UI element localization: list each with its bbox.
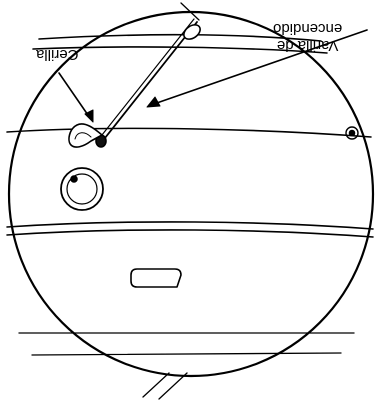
ignition-hole bbox=[71, 176, 77, 182]
burner-opening bbox=[61, 168, 103, 210]
leader-match bbox=[59, 73, 93, 122]
lighting-rod bbox=[98, 3, 203, 143]
grate-lines bbox=[19, 333, 354, 399]
label-lighting-rod: Varilla de encendido bbox=[273, 20, 342, 54]
label-lighting-rod-line2: encendido bbox=[273, 20, 342, 37]
label-lighting-rod-line1: Varilla de bbox=[273, 37, 342, 54]
match bbox=[69, 124, 106, 147]
magnifier-circle bbox=[9, 12, 373, 376]
bolt bbox=[346, 127, 358, 139]
label-match: Cerilla bbox=[36, 46, 79, 63]
label-match-text: Cerilla bbox=[36, 46, 79, 63]
handle-slot bbox=[131, 269, 181, 287]
